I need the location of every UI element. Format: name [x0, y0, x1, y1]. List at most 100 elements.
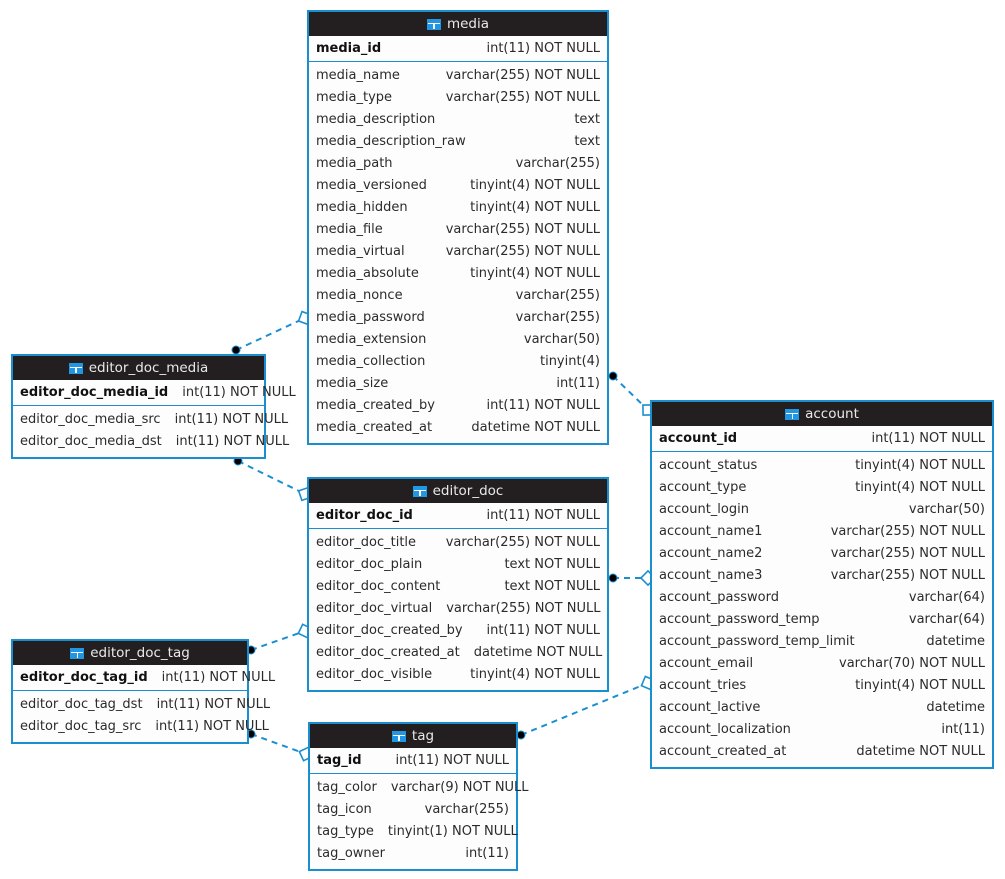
- entity-header-tag[interactable]: tag: [310, 724, 516, 748]
- attribute-name: tag_type: [317, 824, 374, 839]
- attribute-row[interactable]: media_versioned tinyint(4) NOT NULL: [309, 175, 607, 197]
- table-icon: [785, 408, 800, 420]
- attribute-name: media_versioned: [316, 178, 427, 193]
- entity-header-inner: editor_doc_tag: [70, 641, 190, 665]
- attribute-type: tinyint(4) NOT NULL: [470, 178, 600, 193]
- entity-header-inner: tag: [391, 724, 434, 748]
- attribute-type: varchar(255) NOT NULL: [830, 568, 985, 583]
- attribute-name: account_status: [659, 458, 758, 473]
- attribute-type: tinyint(4) NOT NULL: [855, 678, 985, 693]
- attribute-name: account_login: [659, 502, 749, 517]
- attribute-type: int(11): [556, 376, 600, 391]
- table-icon: [68, 362, 83, 374]
- attribute-name: media_virtual: [316, 244, 405, 259]
- attribute-type: varchar(255) NOT NULL: [445, 222, 600, 237]
- attribute-type: varchar(255) NOT NULL: [445, 535, 600, 550]
- attribute-name: editor_doc_media_dst: [20, 434, 162, 449]
- attribute-type: int(11) NOT NULL: [871, 431, 985, 446]
- attribute-name: media_created_at: [316, 420, 433, 435]
- attribute-type: tinyint(1) NOT NULL: [387, 824, 518, 839]
- entity-header-account[interactable]: account: [652, 402, 992, 426]
- connector-media-to-account: [608, 371, 654, 416]
- entity-title: editor_doc: [432, 483, 504, 499]
- attribute-type: int(11) NOT NULL: [182, 385, 296, 400]
- entity-header-inner: account: [785, 402, 859, 426]
- attribute-name: editor_doc_plain: [316, 557, 423, 572]
- entity-header-editor_doc_media[interactable]: editor_doc_media: [13, 356, 264, 380]
- attribute-type: varchar(255) NOT NULL: [830, 546, 985, 561]
- entity-header-inner: media: [426, 12, 489, 36]
- entity-header-media[interactable]: media: [309, 12, 607, 36]
- attribute-name: tag_color: [317, 780, 377, 795]
- attribute-name: account_name1: [659, 524, 763, 539]
- attribute-name: account_password_temp: [659, 612, 820, 627]
- attribute-name: media_nonce: [316, 288, 403, 303]
- attribute-name: account_lactive: [659, 700, 761, 715]
- entity-header-editor_doc[interactable]: editor_doc: [309, 479, 607, 503]
- entity-header-editor_doc_tag[interactable]: editor_doc_tag: [13, 641, 247, 665]
- connector-editor_doc_tag-to-editor_doc: [246, 623, 313, 655]
- attribute-row[interactable]: tag_type tinyint(1) NOT NULL: [310, 821, 518, 843]
